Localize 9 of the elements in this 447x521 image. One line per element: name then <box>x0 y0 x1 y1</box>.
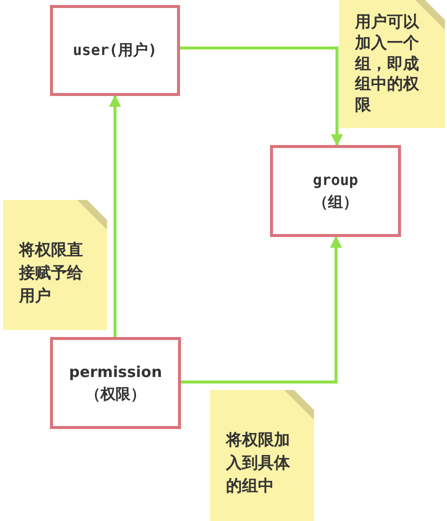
entity-box: user(用户) <box>50 5 180 96</box>
arrow <box>181 236 342 384</box>
arrow <box>109 94 121 337</box>
entity-box: permission（权限） <box>50 337 181 429</box>
sticky-note: 用户可以加入一个组，即成组中的权限 <box>339 0 445 128</box>
sticky-note: 将权限加入到具体的组中 <box>210 390 314 521</box>
entity-box: group（组） <box>270 145 401 237</box>
arrow <box>180 46 343 146</box>
sticky-note: 将权限直接赋予给用户 <box>3 200 107 330</box>
